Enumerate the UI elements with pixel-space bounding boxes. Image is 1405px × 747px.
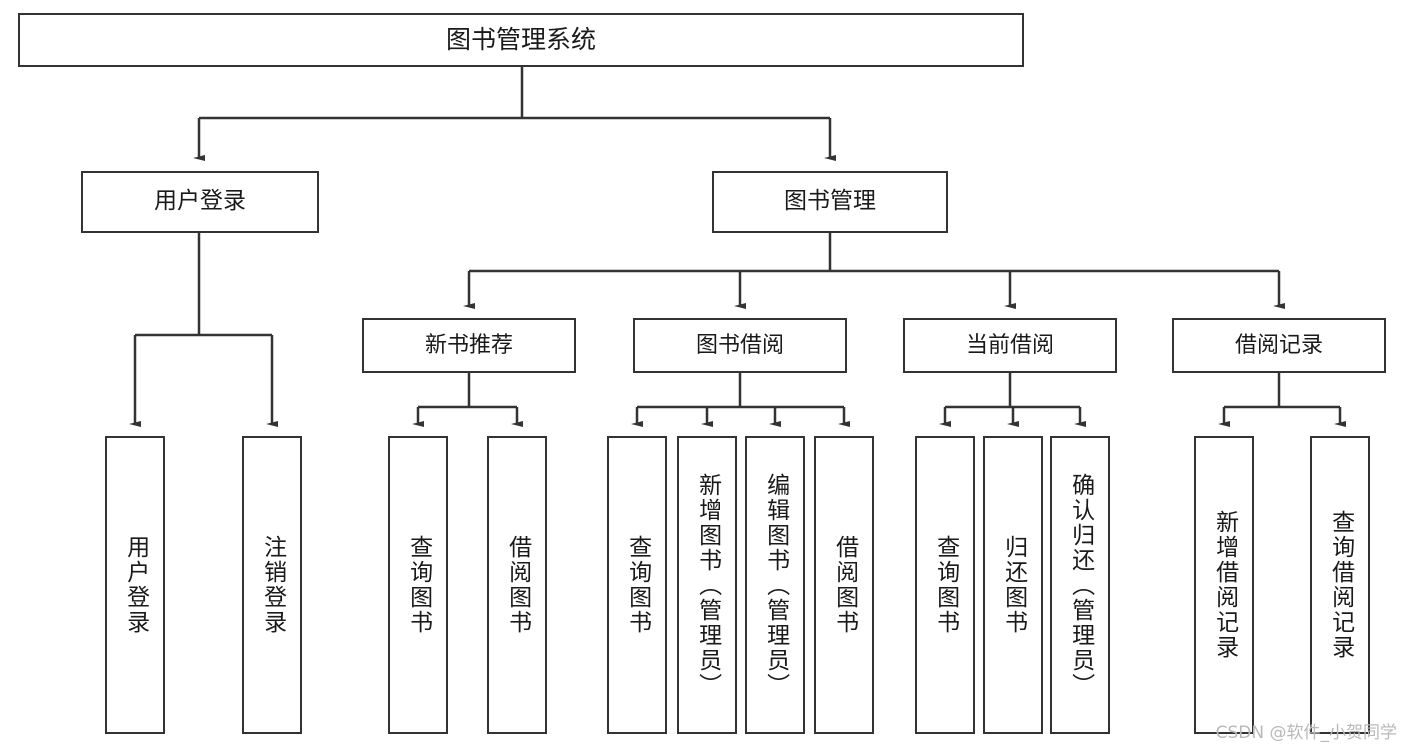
node-user-login[interactable]: 用户登录 [81, 171, 319, 233]
node-label: 查询图书 [624, 535, 651, 635]
leaf-new-book-query[interactable]: 查询图书 [388, 436, 448, 734]
leaf-record-query-record[interactable]: 查询借阅记录 [1310, 436, 1370, 734]
leaf-current-return-book[interactable]: 归还图书 [983, 436, 1043, 734]
node-label: 图书管理系统 [445, 25, 596, 55]
node-label: 借阅图书 [831, 535, 858, 635]
leaf-new-book-borrow[interactable]: 借阅图书 [487, 436, 547, 734]
node-new-book-recommend[interactable]: 新书推荐 [362, 318, 576, 373]
node-label: 新书推荐 [424, 332, 513, 358]
node-label: 用户登录 [122, 535, 149, 635]
node-book-borrow[interactable]: 图书借阅 [633, 318, 847, 373]
node-label: 归还图书 [1000, 535, 1027, 635]
watermark: CSDN @软件_小贺同学 [1215, 723, 1397, 743]
node-book-management[interactable]: 图书管理 [712, 171, 948, 233]
node-borrow-record[interactable]: 借阅记录 [1172, 318, 1386, 373]
node-label: 借阅记录 [1234, 332, 1323, 358]
node-label: 借阅图书 [504, 535, 531, 635]
node-label: 用户登录 [154, 188, 246, 215]
node-label: 图书管理 [784, 188, 876, 215]
node-label: 确认归还（管理员） [1067, 472, 1094, 698]
leaf-user-login-login[interactable]: 用户登录 [105, 436, 165, 734]
leaf-record-add-record[interactable]: 新增借阅记录 [1194, 436, 1254, 734]
node-current-borrow[interactable]: 当前借阅 [903, 318, 1117, 373]
node-label: 注销登录 [259, 535, 286, 635]
node-label: 查询图书 [932, 535, 959, 635]
leaf-user-login-logout[interactable]: 注销登录 [242, 436, 302, 734]
leaf-borrow-query-book[interactable]: 查询图书 [607, 436, 667, 734]
node-label: 图书借阅 [695, 332, 784, 358]
leaf-current-confirm-return-admin[interactable]: 确认归还（管理员） [1050, 436, 1110, 734]
node-label: 新增借阅记录 [1211, 510, 1238, 660]
leaf-borrow-add-book-admin[interactable]: 新增图书（管理员） [677, 436, 737, 734]
node-label: 新增图书（管理员） [694, 472, 721, 698]
leaf-borrow-edit-book-admin[interactable]: 编辑图书（管理员） [745, 436, 805, 734]
node-root-book-management-system[interactable]: 图书管理系统 [18, 13, 1024, 67]
node-label: 当前借阅 [965, 332, 1054, 358]
node-label: 查询图书 [405, 535, 432, 635]
node-label: 编辑图书（管理员） [762, 472, 789, 698]
leaf-current-query-book[interactable]: 查询图书 [915, 436, 975, 734]
leaf-borrow-borrow-book[interactable]: 借阅图书 [814, 436, 874, 734]
node-label: 查询借阅记录 [1327, 510, 1354, 660]
